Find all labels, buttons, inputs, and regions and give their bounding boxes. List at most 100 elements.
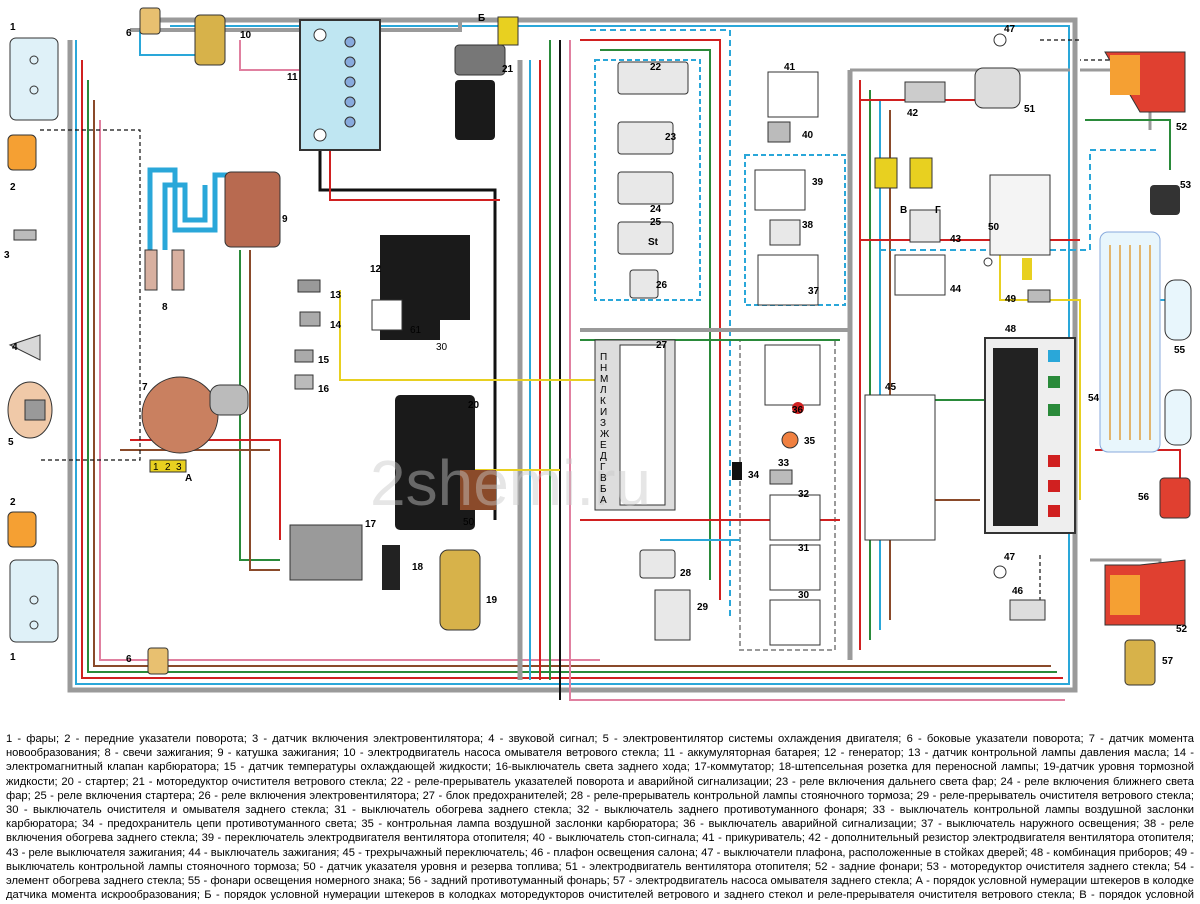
heater-fan-resistor: [904, 81, 946, 103]
battery: [299, 19, 381, 151]
component-number-40: 40: [802, 130, 814, 141]
fuse-letter: А: [600, 495, 607, 506]
generator: [371, 235, 470, 340]
rear-window-heater: [1099, 231, 1161, 453]
fuse-letter: Ж: [600, 429, 610, 440]
relay-25-text: St: [648, 237, 659, 248]
fuse-letter: Л: [600, 385, 607, 396]
component-number-33: 33: [778, 458, 790, 469]
coolant-temp-sensor: [294, 349, 314, 363]
component-number-45: 45: [885, 382, 897, 393]
fuse-block: [594, 339, 676, 511]
washer-pump-motor: [194, 14, 226, 66]
component-number-18: 18: [412, 562, 424, 573]
component-number-54: 54: [1088, 393, 1100, 404]
connector-g: [909, 157, 933, 189]
turn-signal-front-upper: [7, 134, 37, 171]
relay-column: [617, 61, 689, 299]
component-number-47: 47: [1004, 24, 1016, 35]
wiring-diagram-canvas: 2shemi.ru 123456789101112131415161718192…: [4, 7, 1192, 701]
component-number-47-second: 47: [1004, 552, 1016, 563]
component-number-1-second: 1: [10, 652, 16, 663]
block-a-pins: 1 2 3: [149, 459, 187, 473]
component-number-27: 27: [656, 340, 668, 351]
exterior-light-switch: [757, 254, 819, 306]
headlamp-lower: [9, 559, 59, 643]
component-number-35: 35: [804, 436, 816, 447]
horn: [8, 334, 41, 361]
rear-fog-switch: [769, 494, 821, 541]
component-number-21: 21: [502, 64, 514, 75]
parking-brake-switch: [1027, 289, 1051, 303]
component-number-48: 48: [1005, 324, 1017, 335]
component-number-49: 49: [1005, 294, 1017, 305]
choke-lamp: [781, 431, 799, 449]
rear-wiper-switch: [769, 599, 821, 646]
component-number-1: 1: [10, 22, 16, 33]
terminal-50-label: 50: [463, 517, 475, 528]
component-number-14: 14: [330, 320, 342, 331]
fuse-letter: Н: [600, 363, 607, 374]
connector-b-block: [497, 16, 519, 46]
cabin-lamp: [1009, 599, 1046, 621]
component-number-2: 2: [10, 182, 16, 193]
rear-wiper-motor: [1150, 185, 1180, 215]
component-number-36: 36: [792, 405, 804, 416]
plate-lamp-upper: [1164, 279, 1192, 341]
component-number-16: 16: [318, 384, 330, 395]
choke-lamp-switch: [769, 469, 793, 485]
inspection-lamp-socket: [382, 545, 400, 590]
component-number-7: 7: [142, 382, 148, 393]
component-number-10: 10: [240, 30, 252, 41]
component-number-20: 20: [468, 400, 480, 411]
rear-washer-motor: [1124, 639, 1156, 686]
component-number-55: 55: [1174, 345, 1186, 356]
component-number-53: 53: [1180, 180, 1192, 191]
door-switch-lower: [993, 565, 1007, 579]
spark-plugs: [144, 249, 185, 291]
svg-text:2: 2: [165, 462, 171, 473]
fuse-letter: И: [600, 407, 607, 418]
fuse-letter: Е: [600, 440, 607, 451]
component-number-26: 26: [656, 280, 668, 291]
ignition-coil: [224, 171, 281, 248]
component-number-6: 6: [126, 28, 132, 39]
component-number-30: 30: [798, 590, 810, 601]
carburetor-solenoid: [299, 311, 321, 327]
fuel-level-sensor: [983, 174, 1051, 280]
component-number-9: 9: [282, 214, 288, 225]
component-number-5: 5: [8, 437, 14, 448]
heater-fan-switch: [754, 169, 806, 211]
component-number-4: 4: [12, 342, 18, 353]
fan-switch-sensor: [13, 229, 37, 241]
component-number-24: 24: [650, 204, 662, 215]
reverse-light-switch: [294, 374, 314, 390]
component-number-23: 23: [665, 132, 677, 143]
component-number-52: 52: [1176, 122, 1188, 133]
rear-defrost-switch: [769, 544, 821, 591]
component-number-13: 13: [330, 290, 342, 301]
door-switch-upper: [993, 33, 1007, 47]
fuse-letter: Г: [600, 462, 606, 473]
windshield-wiper-motor: [454, 44, 506, 140]
component-number-12: 12: [370, 264, 382, 275]
component-number-2-second: 2: [10, 497, 16, 508]
brake-light-switch: [767, 121, 791, 143]
component-number-38: 38: [802, 220, 814, 231]
component-number-57: 57: [1162, 656, 1174, 667]
connector-label-b: Б: [478, 13, 485, 24]
hazard-indicator: [792, 402, 804, 414]
component-number-39: 39: [812, 177, 824, 188]
component-number-22: 22: [650, 62, 662, 73]
connector-label-g: Г: [935, 205, 941, 216]
svg-text:3: 3: [176, 462, 182, 473]
component-number-6-second: 6: [126, 654, 132, 665]
oil-pressure-sensor: [297, 279, 321, 293]
wiper-relay: [654, 589, 691, 641]
fuse-letter: Б: [600, 484, 607, 495]
turn-signal-front-lower: [7, 511, 37, 548]
component-number-15: 15: [318, 355, 330, 366]
component-number-52-second: 52: [1176, 624, 1188, 635]
cigarette-lighter: [767, 71, 819, 118]
side-indicator-top: [139, 7, 161, 35]
